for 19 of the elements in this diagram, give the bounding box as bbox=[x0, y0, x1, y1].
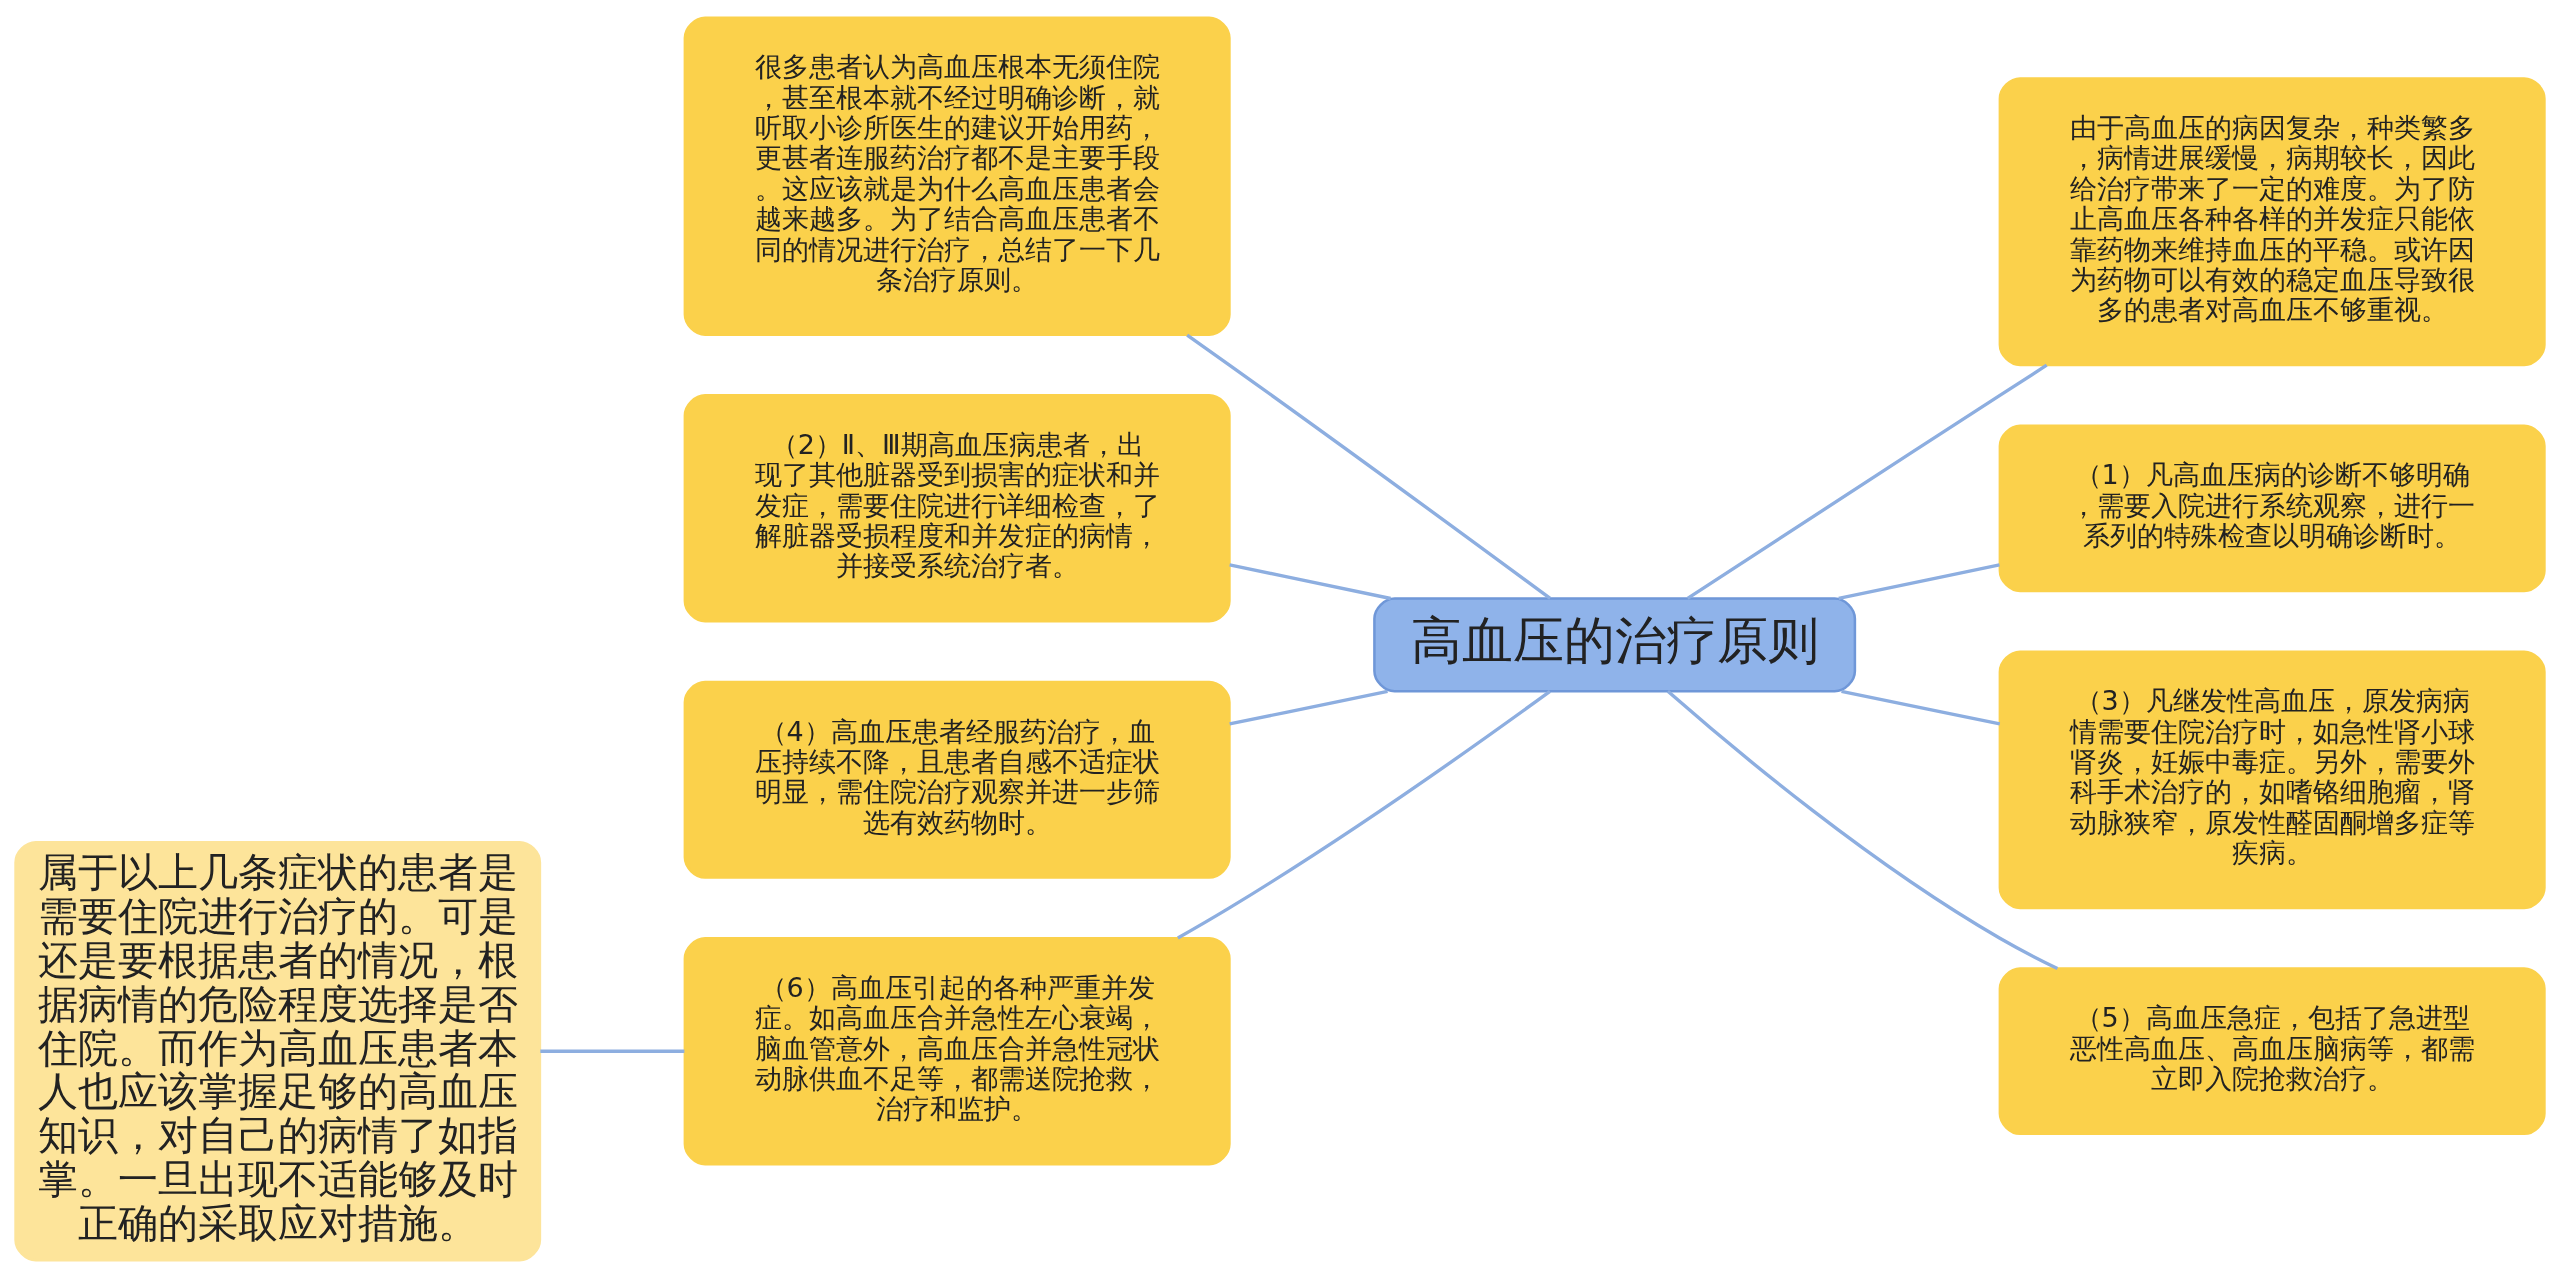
node-box: （2）Ⅱ、Ⅲ期高血压病患者，出现了其他脏器受到损害的症状和并发症，需要住院进行详细检查，了解脏器受损程度和并发症的病情，并接受系统治疗者。 bbox=[683, 393, 1231, 623]
node-box: （1）凡高血压病的诊断不够明确，需要入院进行系统观察，进行一系列的特殊检查以明确诊断时。 bbox=[1998, 423, 2546, 592]
connector bbox=[1686, 363, 2048, 600]
connector bbox=[1177, 689, 1551, 939]
node-box: （6）高血压引起的各种严重并发症。如高血压合并急性左心衰竭，脑血管意外，高血压合并急性冠状动脉供血不足等，都需送院抢救，治疗和监护。 bbox=[683, 936, 1231, 1165]
node-box: 由于高血压的病因复杂，种类繁多，病情进展缓慢，病期较长，因此给治疗带来了一定的难度。为了防止高血压各种各样的并发症只能依靠药物来维持血压的平稳。或许因为药物可以有效的稳定血压导致很多的患者对高血压不够重视。 bbox=[1998, 76, 2546, 366]
node-box: 很多患者认为高血压根本无须住院，甚至根本就不经过明确诊断，就听取小诊所医生的建议开始用药，更甚者连服药治疗都不是主要手段。这应该就是为什么高血压患者会越来越多。为了结合高血压患者不同的情况进行治疗，总结了一下几条治疗原则。 bbox=[683, 15, 1231, 336]
connector bbox=[1838, 562, 2000, 600]
node-box: （3）凡继发性高血压，原发病病情需要住院治疗时，如急性肾小球肾炎，妊娠中毒症。另外，需要外科手术治疗的，如嗜铬细胞瘤，肾动脉狭窄，原发性醛固酮增多症等疾病。 bbox=[1998, 649, 2546, 909]
node-box: （5）高血压急症，包括了急进型恶性高血压、高血压脑病等，都需立即入院抢救治疗。 bbox=[1998, 966, 2546, 1135]
connector bbox=[540, 1049, 685, 1053]
node-box: 高血压的治疗原则 bbox=[1373, 596, 1857, 693]
connector bbox=[1229, 562, 1391, 600]
connector bbox=[1186, 333, 1552, 600]
connector bbox=[1229, 689, 1388, 726]
connector bbox=[1666, 689, 2059, 970]
node-box: 属于以上几条症状的患者是需要住院进行治疗的。可是还是要根据患者的情况，根据病情的危险程度选择是否住院。而作为高血压患者本人也应该掌握足够的高血压知识，对自己的病情了如指掌。一旦出现不适能够及时正确的采取应对措施。 bbox=[14, 840, 542, 1262]
connector bbox=[1841, 689, 2001, 726]
node-box: （4）高血压患者经服药治疗，血压持续不降，且患者自感不适症状明显，需住院治疗观察并进一步筛选有效药物时。 bbox=[683, 680, 1231, 879]
